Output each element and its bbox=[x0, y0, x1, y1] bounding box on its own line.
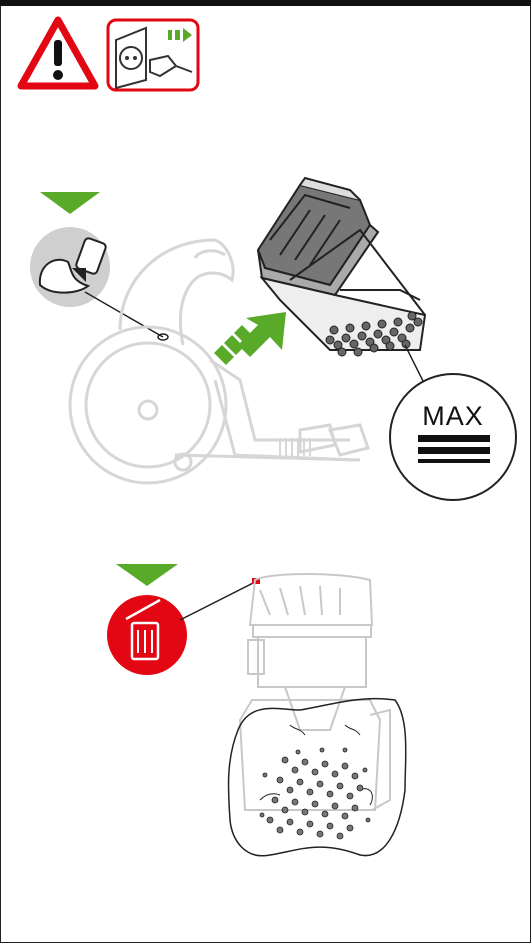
down-arrow-2 bbox=[116, 564, 178, 586]
bin-icon bbox=[107, 582, 255, 675]
max-label: MAX bbox=[413, 401, 493, 432]
warning-icon bbox=[21, 20, 95, 86]
release-button-icon bbox=[30, 227, 163, 337]
max-callout bbox=[390, 374, 516, 500]
remove-arrow bbox=[214, 312, 286, 365]
bag-debris bbox=[260, 748, 370, 839]
unplug-icon bbox=[108, 20, 198, 90]
down-arrow-1 bbox=[40, 192, 100, 214]
bag-folds bbox=[260, 725, 372, 805]
